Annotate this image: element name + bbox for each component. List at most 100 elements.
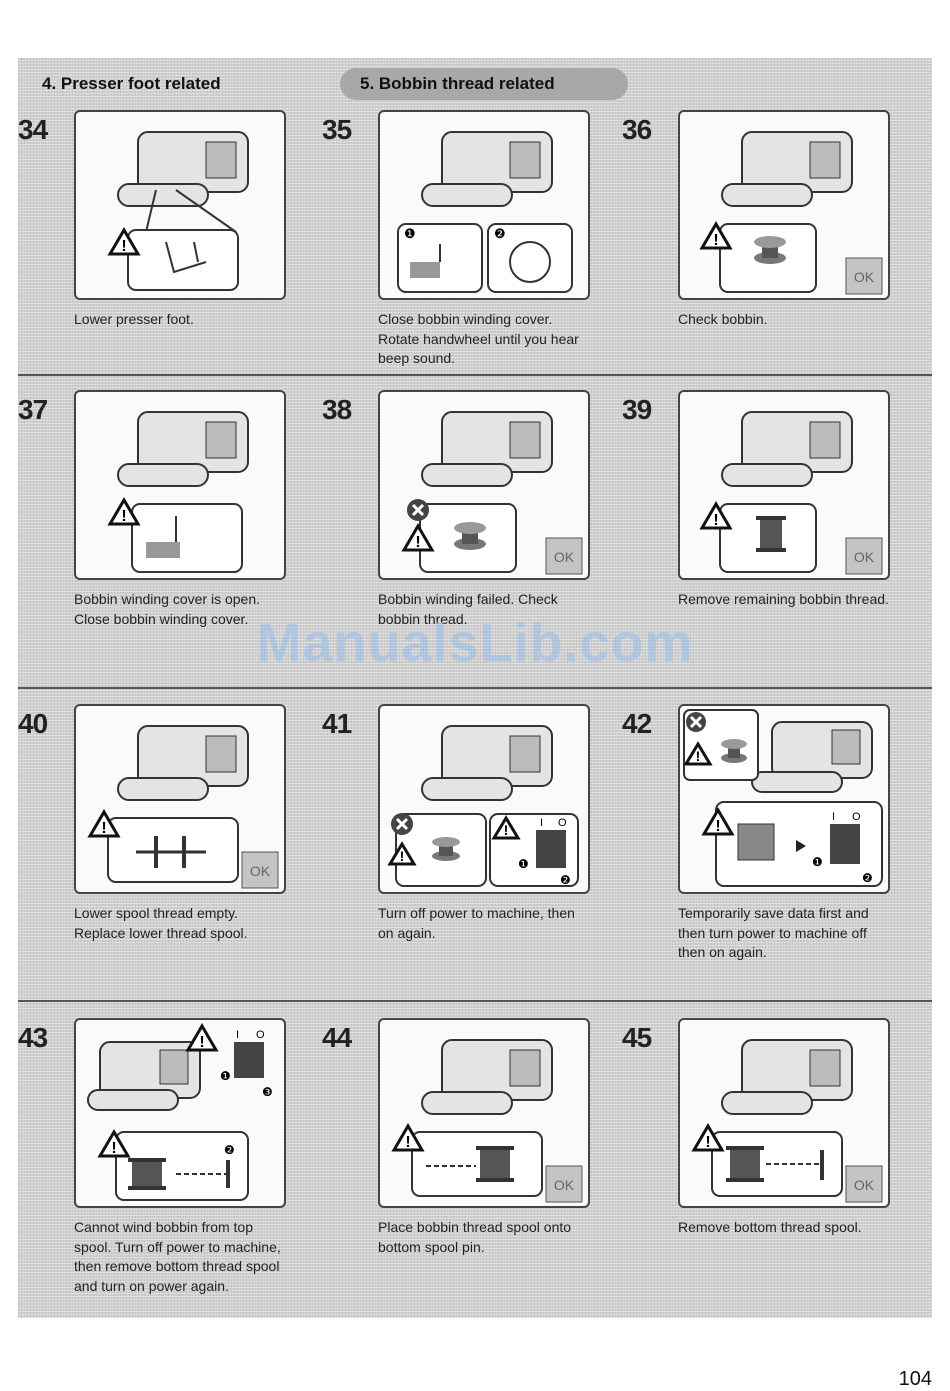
svg-text:I: I [540, 817, 543, 829]
illustration-frame: ❶ ❷ [378, 110, 590, 300]
message-card: 37 ! Bobbin winding cover is open. Close… [18, 390, 318, 680]
svg-text:❶: ❶ [812, 855, 823, 869]
error-x-icon [686, 712, 706, 732]
message-number: 36 [622, 114, 652, 145]
svg-text:!: ! [121, 238, 126, 255]
svg-text:OK: OK [854, 1177, 875, 1193]
tab-presser-foot[interactable]: 4. Presser foot related [42, 74, 221, 93]
message-caption: Check bobbin. [678, 311, 768, 327]
tab-bobbin-thread[interactable]: 5. Bobbin thread related [340, 68, 628, 100]
svg-text:❶: ❶ [518, 857, 529, 871]
message-card: 36 ! OK Check bobbin. [622, 110, 922, 400]
sewing-machine-icon [117, 131, 249, 207]
svg-text:OK: OK [854, 549, 875, 565]
svg-text:❷: ❷ [560, 873, 571, 887]
svg-text:❷: ❷ [224, 1143, 235, 1157]
row-divider [18, 687, 932, 689]
warning-icon: ! [107, 497, 141, 526]
warning-icon: ! [701, 807, 735, 836]
message-card: 44 ! OK Place bobbin thread spool onto b… [322, 1018, 622, 1308]
illustration-frame: ! [74, 390, 286, 580]
warning-icon: ! [401, 523, 435, 552]
illustration-frame: ! [74, 110, 286, 300]
message-caption: Turn off power to machine, then on again… [378, 905, 575, 941]
bobbin-icon [454, 522, 486, 550]
page-number: 104 [898, 1368, 932, 1390]
spool-icon [476, 1146, 514, 1182]
svg-text:O: O [852, 811, 861, 823]
bobbin-icon [432, 837, 460, 861]
sewing-machine-illustration: ! OK [87, 725, 279, 889]
illustration-frame: ! OK [74, 704, 286, 894]
svg-text:OK: OK [250, 863, 271, 879]
section-tabs: 4. Presser foot related 5. Bobbin thread… [22, 68, 632, 100]
warning-icon: ! [699, 501, 733, 530]
sewing-machine-icon [721, 1039, 853, 1115]
svg-text:❷: ❷ [494, 226, 506, 241]
illustration-frame: ! OK [678, 390, 890, 580]
message-number: 45 [622, 1022, 652, 1053]
svg-text:!: ! [199, 1034, 204, 1051]
sewing-machine-icon [721, 131, 853, 207]
message-caption: Bobbin winding cover is open. Close bobb… [74, 591, 261, 627]
sewing-machine-illustration: ! OK [401, 411, 583, 575]
svg-text:!: ! [705, 1134, 710, 1151]
svg-text:!: ! [121, 508, 126, 525]
svg-text:!: ! [504, 822, 509, 838]
warning-icon: ! [185, 1023, 219, 1052]
svg-text:!: ! [101, 820, 106, 837]
message-caption: Temporarily save data first and then tur… [678, 905, 869, 960]
sewing-machine-icon [117, 411, 249, 487]
svg-text:!: ! [713, 232, 718, 249]
warning-icon: ! [391, 1123, 425, 1152]
empty-spool-icon [136, 836, 206, 868]
row-divider [18, 374, 932, 376]
warning-icon: ! [699, 221, 733, 250]
message-caption: Lower spool thread empty. Replace lower … [74, 905, 248, 941]
warning-icon: ! [97, 1129, 131, 1158]
message-card: 39 ! OK Remove remaining bobbin thread. [622, 390, 922, 680]
watermark: ManualsLib.com [256, 613, 694, 673]
message-number: 35 [322, 114, 352, 145]
svg-text:❷: ❷ [862, 871, 873, 885]
message-caption: Bobbin winding failed. Check bobbin thre… [378, 591, 558, 627]
sewing-machine-icon [421, 1039, 553, 1115]
illustration-frame: ! OK [378, 390, 590, 580]
sewing-machine-illustration: ! [107, 411, 249, 573]
spool-icon [756, 516, 786, 552]
svg-text:!: ! [400, 848, 405, 864]
message-card: 45 ! OK Remove bottom thread spool. [622, 1018, 922, 1308]
sewing-machine-icon [87, 1041, 201, 1111]
sewing-machine-icon [421, 725, 553, 801]
message-number: 39 [622, 394, 652, 425]
svg-text:OK: OK [854, 269, 875, 285]
sewing-machine-icon [721, 411, 853, 487]
svg-text:!: ! [405, 1134, 410, 1151]
message-caption: Lower presser foot. [74, 311, 194, 327]
svg-text:!: ! [696, 748, 701, 764]
message-number: 44 [322, 1022, 352, 1053]
error-x-icon [391, 813, 413, 835]
spool-icon [726, 1146, 764, 1182]
svg-text:❶: ❶ [220, 1069, 231, 1083]
message-card: 38 ! OK Bobbin winding failed. Check bob… [322, 390, 622, 680]
illustration-frame: ! OK [678, 110, 890, 300]
message-number: 37 [18, 394, 48, 425]
sewing-machine-icon [751, 721, 873, 793]
sewing-machine-illustration: ! OK [691, 1039, 883, 1203]
svg-text:O: O [558, 817, 567, 829]
warning-icon: ! [387, 841, 417, 866]
message-caption: Close bobbin winding cover. Rotate handw… [378, 311, 579, 366]
message-card: 34 ! Lower presser foot. [18, 110, 318, 400]
svg-text:❸: ❸ [262, 1085, 273, 1099]
warning-icon: ! [683, 741, 713, 766]
sewing-machine-illustration: ! [107, 131, 249, 291]
svg-text:I: I [236, 1029, 239, 1041]
